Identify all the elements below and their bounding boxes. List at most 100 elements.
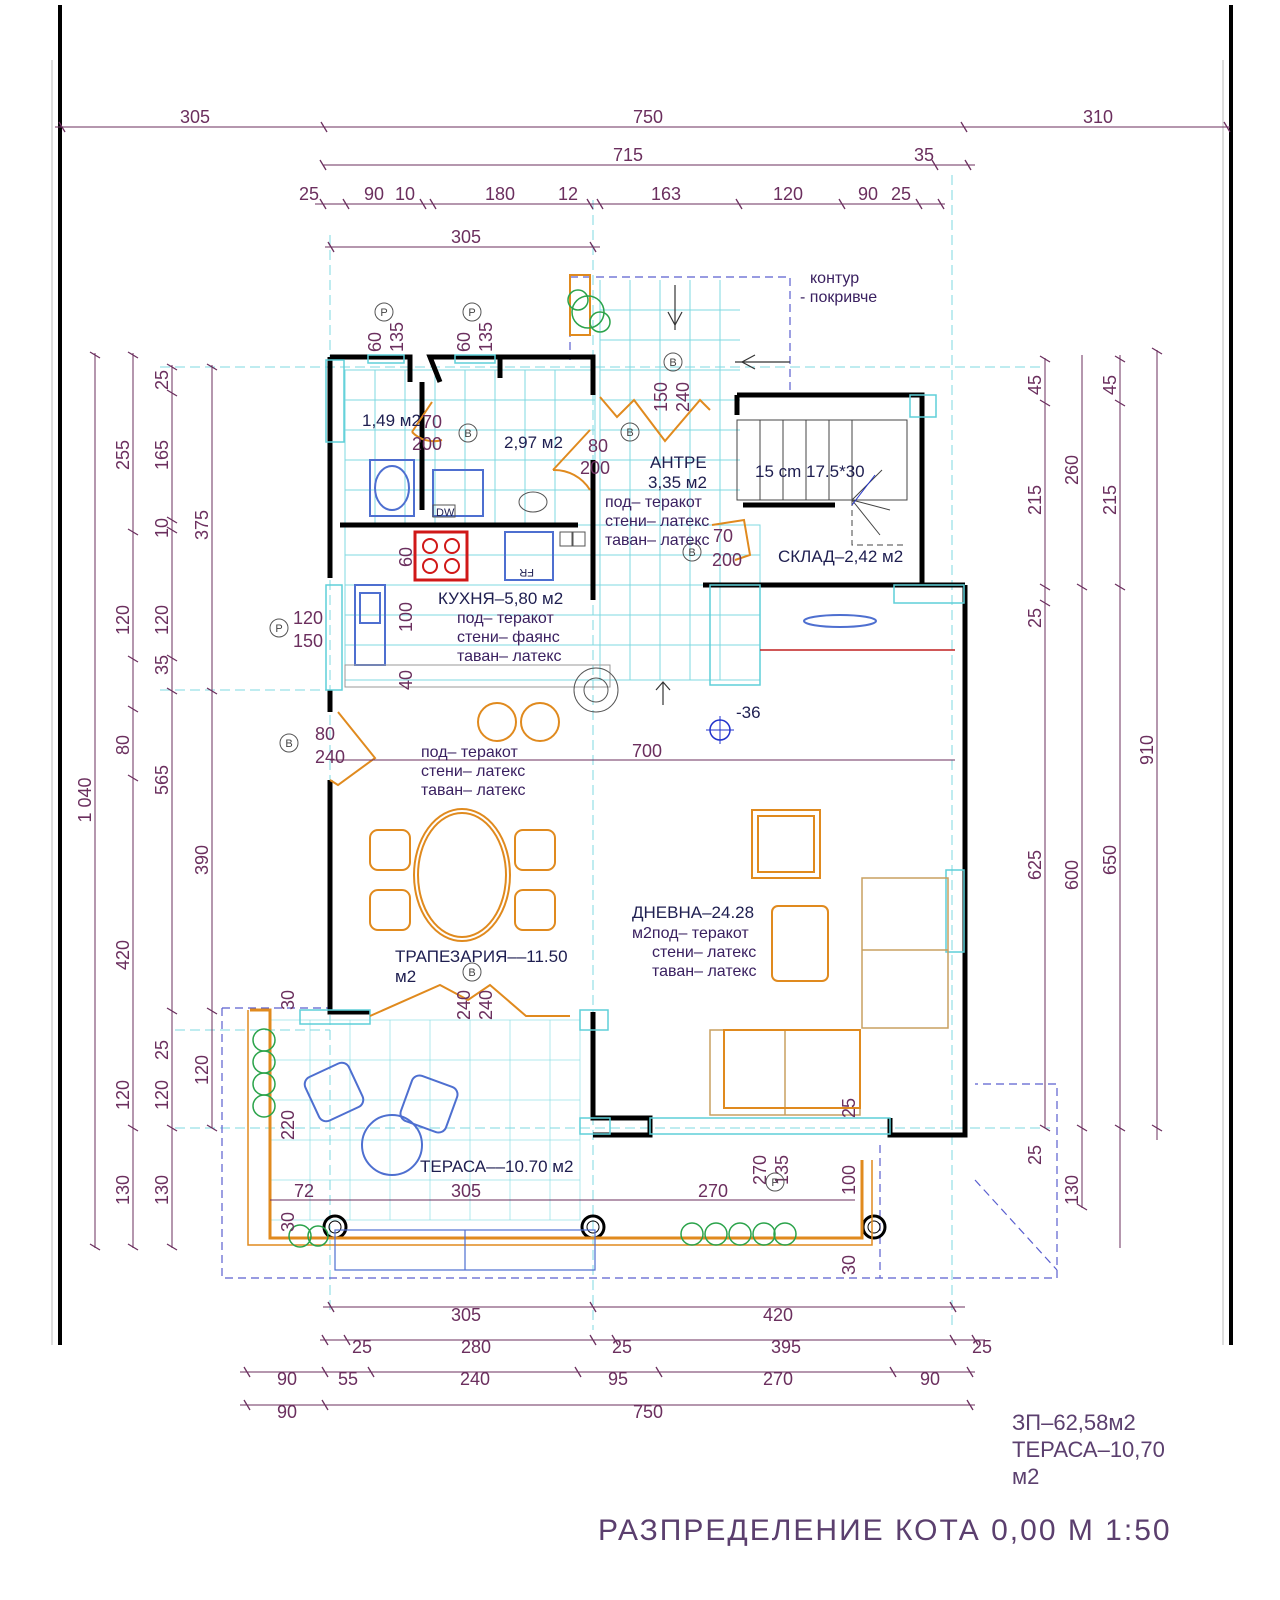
terrace-columns — [322, 1214, 887, 1240]
dim-text: 280 — [461, 1337, 491, 1357]
dim-text: 25 — [352, 1337, 372, 1357]
dim-text: 60 — [365, 332, 385, 352]
dim-text: 200 — [580, 458, 610, 478]
kitchen-ceiling: таван– латекс — [457, 648, 562, 665]
dim-text: 90 — [277, 1402, 297, 1422]
dim-text: 45 — [1100, 375, 1120, 395]
marker-b: B — [464, 428, 471, 440]
dim-text: 10 — [152, 518, 172, 538]
dim-text: 90 — [920, 1369, 940, 1389]
dim-text: 150 — [293, 631, 323, 651]
dim-text: 420 — [763, 1305, 793, 1325]
marker-p: P — [275, 623, 282, 635]
dim-text: 215 — [1025, 485, 1045, 515]
dim-text: 700 — [632, 741, 662, 761]
dim-text: 80 — [588, 436, 608, 456]
dim-text: 270 — [763, 1369, 793, 1389]
dim-text: 215 — [1100, 485, 1120, 515]
antre-ceiling: таван– латекс — [605, 532, 710, 549]
dim-text: 30 — [278, 1212, 298, 1232]
dim-text: 95 — [608, 1369, 628, 1389]
area-summary: ЗП–62,58м2 ТЕРАСА–10,70 м2 — [1012, 1410, 1165, 1489]
dim-text: 310 — [1083, 107, 1113, 127]
dim-text: 130 — [152, 1175, 172, 1205]
dim-text: 240 — [460, 1369, 490, 1389]
dim-text: 25 — [972, 1337, 992, 1357]
dim-text: 270 — [750, 1155, 770, 1185]
dining-floor: под– теракот — [421, 744, 518, 761]
roof-note: контур - покривче — [800, 270, 877, 306]
dim-texts-left: 1 040 255 120 80 420 120 130 25 165 10 1… — [75, 370, 212, 1205]
dim-text: 60 — [454, 332, 474, 352]
living-ceiling: таван– латекс — [652, 963, 757, 980]
living-floor: м2под– теракот — [632, 925, 749, 942]
dim-text: 25 — [839, 1098, 859, 1118]
dim-text: 30 — [278, 990, 298, 1010]
dim-text: 130 — [113, 1175, 133, 1205]
dining-name: ТРАПЕЗАРИЯ––11.50 — [395, 947, 568, 966]
wc-area: 1,49 м2 — [362, 411, 421, 430]
terrace-label: ТЕРАСА––10.70 м2 — [420, 1157, 573, 1176]
dim-text: 80 — [315, 724, 335, 744]
dim-texts-top: 305 750 310 715 35 25 90 10 180 12 163 1… — [180, 107, 1113, 247]
dishwasher-label: DW — [436, 507, 455, 519]
dim-text: 10 — [395, 184, 415, 204]
living-name: ДНЕВНА–24.28 — [632, 903, 754, 922]
level-mark: -36 — [736, 703, 761, 722]
dim-text: 260 — [1062, 455, 1082, 485]
dim-text: 120 — [192, 1055, 212, 1085]
dim-text: 165 — [152, 440, 172, 470]
dim-text: 25 — [152, 1040, 172, 1060]
dim-text: 72 — [294, 1181, 314, 1201]
marker-p: P — [468, 307, 475, 319]
dim-text: 135 — [476, 322, 496, 352]
terrace-railing — [247, 274, 873, 1271]
dimension-ticks — [58, 121, 1231, 1411]
roof-arrows — [655, 285, 790, 705]
dim-text: 565 — [152, 765, 172, 795]
dim-text: 35 — [914, 145, 934, 165]
opening-labels: 60 135 60 135 70 200 80 200 150 240 70 2… — [293, 322, 792, 1185]
kitchen-walls: стени– фаянс — [457, 629, 560, 646]
dining-walls: стени– латекс — [421, 763, 525, 780]
marker-b: B — [468, 967, 475, 979]
dining-ceiling: таван– латекс — [421, 782, 526, 799]
kitchen-floor: под– теракот — [457, 610, 554, 627]
staircase — [736, 419, 908, 546]
summary-zp: ЗП–62,58м2 — [1012, 1410, 1136, 1435]
dim-text: 40 — [396, 670, 416, 690]
marker-letters: P P B B B B P B B P — [275, 307, 778, 1189]
dim-text: 120 — [113, 605, 133, 635]
room-labels: 1,49 м2 2,97 м2 АНТРЕ 3,35 м2 под– терак… — [362, 411, 903, 1176]
dim-text: 750 — [633, 107, 663, 127]
marker-p: P — [380, 307, 387, 319]
living-walls: стени– латекс — [652, 944, 756, 961]
ceiling-light — [706, 614, 955, 744]
dim-text: 90 — [277, 1369, 297, 1389]
dim-text: 100 — [396, 602, 416, 632]
marker-b: B — [669, 357, 676, 369]
dim-text: 305 — [451, 227, 481, 247]
dim-text: 200 — [712, 550, 742, 570]
tile-grid-terrace — [269, 1019, 581, 1221]
dim-text: 420 — [113, 940, 133, 970]
dim-text: 750 — [633, 1402, 663, 1422]
dim-text: 395 — [771, 1337, 801, 1357]
dining-set — [369, 702, 560, 942]
dim-text: 240 — [315, 747, 345, 767]
dim-text: 135 — [772, 1155, 792, 1185]
dim-text: 90 — [364, 184, 384, 204]
plants — [252, 289, 797, 1248]
dim-text: 390 — [192, 845, 212, 875]
dim-texts-bottom: 305 420 25 280 25 395 25 90 55 240 95 27… — [277, 1305, 992, 1422]
dim-text: 25 — [1025, 1145, 1045, 1165]
sklad-label: СКЛАД–2,42 м2 — [778, 547, 903, 566]
dim-text: 305 — [451, 1305, 481, 1325]
dim-text: 305 — [180, 107, 210, 127]
dim-text: 100 — [839, 1165, 859, 1195]
dim-text: 180 — [485, 184, 515, 204]
dim-text: 70 — [713, 526, 733, 546]
dim-text: 650 — [1100, 845, 1120, 875]
dim-text: 240 — [673, 382, 693, 412]
window-frames — [299, 354, 965, 1135]
